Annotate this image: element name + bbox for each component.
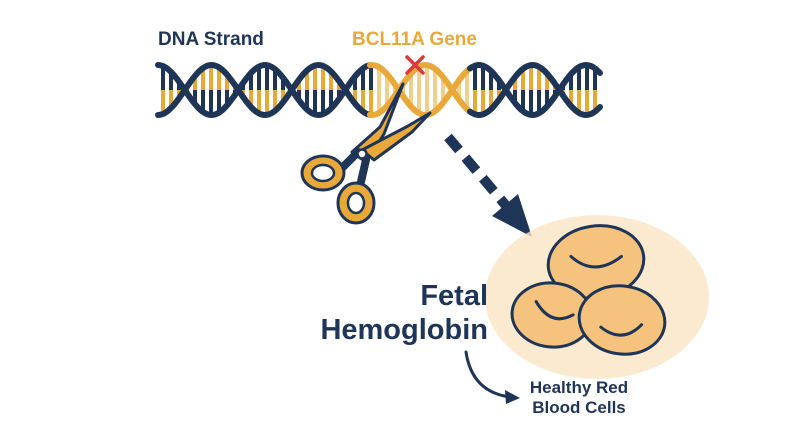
helix-backbone bbox=[155, 62, 373, 119]
cut-x-mark-icon bbox=[405, 55, 425, 75]
helix-backbone bbox=[155, 61, 373, 118]
cell-dimple bbox=[569, 254, 623, 269]
healthy-red-blood-cells-label: Healthy Red Blood Cells bbox=[529, 378, 629, 417]
scissor-handle-hole bbox=[310, 163, 336, 183]
dna-strand-label: DNA Strand bbox=[158, 29, 264, 50]
red-blood-cells-icon bbox=[485, 215, 709, 379]
scissor-handle-hole bbox=[346, 191, 366, 215]
dna-double-helix bbox=[155, 61, 603, 119]
scissor-blade bbox=[360, 111, 432, 162]
scissor-pivot bbox=[356, 148, 368, 160]
cell-dimple bbox=[534, 300, 575, 321]
helix-backbone bbox=[367, 61, 473, 119]
cell-body bbox=[577, 284, 667, 356]
helix-backbone bbox=[467, 61, 603, 119]
helix-backbone bbox=[467, 61, 603, 119]
cell-dimple bbox=[599, 323, 644, 337]
red-blood-cell bbox=[577, 284, 667, 356]
bcl11a-gene-label: BCL11A Gene bbox=[352, 29, 477, 50]
scissors-icon bbox=[300, 82, 432, 225]
fetal-hemoglobin-label: Fetal Hemoglobin bbox=[320, 280, 488, 346]
curved-arrow bbox=[464, 350, 520, 404]
dashed-arrow-down bbox=[444, 133, 532, 237]
scissor-shank bbox=[356, 156, 370, 190]
